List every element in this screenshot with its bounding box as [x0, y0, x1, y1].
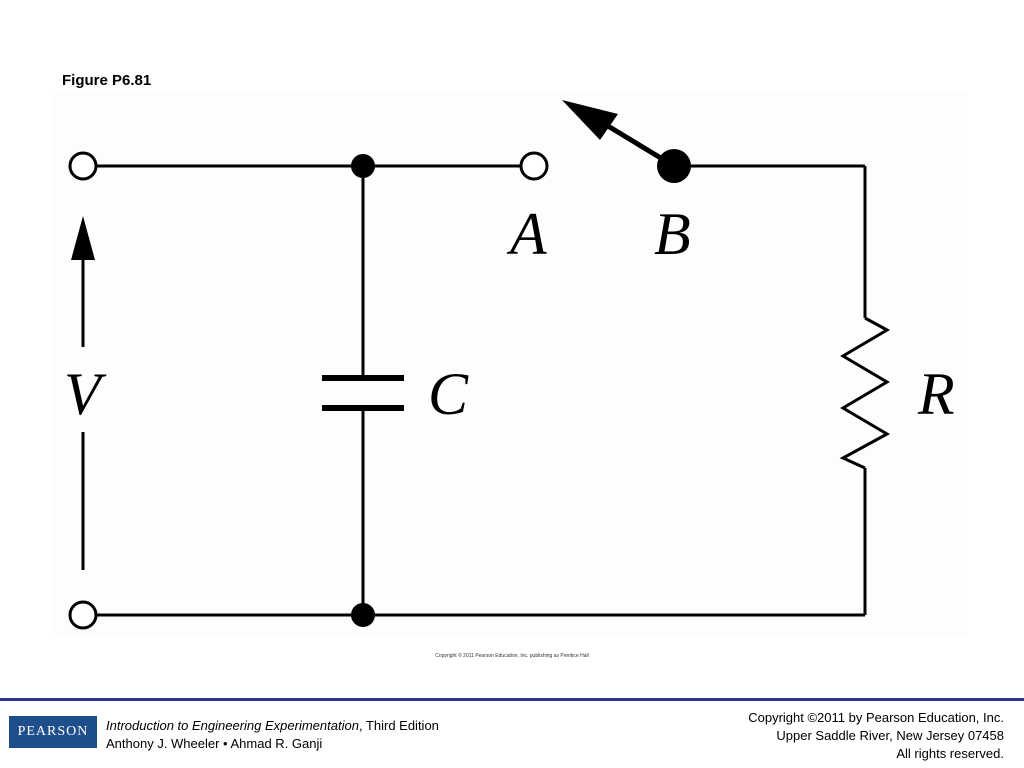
- copyright-block: Copyright ©2011 by Pearson Education, In…: [748, 709, 1004, 763]
- switch-pivot-b: [657, 149, 691, 183]
- label-a: A: [506, 201, 547, 267]
- label-b: B: [654, 201, 691, 267]
- label-r: R: [917, 361, 955, 427]
- circuit-diagram: A B C R V: [64, 100, 955, 630]
- label-v: V: [64, 361, 107, 427]
- copyright-line-2: Upper Saddle River, New Jersey 07458: [776, 728, 1004, 743]
- book-authors: Anthony J. Wheeler • Ahmad R. Ganji: [106, 736, 323, 751]
- label-c: C: [428, 361, 469, 427]
- capacitor-plate-bottom: [322, 405, 404, 411]
- junction-bottom: [351, 603, 375, 627]
- pearson-logo: PEARSON: [9, 716, 97, 748]
- switch-arrowhead: [562, 100, 618, 140]
- logo-text: PEARSON: [17, 724, 89, 739]
- voltage-arrowhead: [71, 216, 95, 260]
- book-title-line: Introduction to Engineering Experimentat…: [106, 717, 439, 735]
- terminal-bottom-left: [68, 600, 98, 630]
- terminal-top-left: [68, 151, 98, 181]
- figure-panel: A B C R V: [52, 92, 968, 637]
- footer-rule: [0, 698, 1024, 701]
- book-title: Introduction to Engineering Experimentat…: [106, 718, 359, 733]
- copyright-line-1: Copyright ©2011 by Pearson Education, In…: [748, 710, 1004, 725]
- figure-title: Figure P6.81: [62, 72, 152, 89]
- terminal-a: [519, 151, 549, 181]
- copyright-line-3: All rights reserved.: [896, 746, 1004, 761]
- figure-credit: Copyright © 2011 Pearson Education, Inc.…: [435, 653, 589, 659]
- resistor-zigzag: [839, 316, 891, 470]
- junction-top: [351, 154, 375, 178]
- book-edition: , Third Edition: [358, 718, 439, 733]
- capacitor-plate-top: [322, 375, 404, 381]
- book-info: Introduction to Engineering Experimentat…: [106, 717, 439, 753]
